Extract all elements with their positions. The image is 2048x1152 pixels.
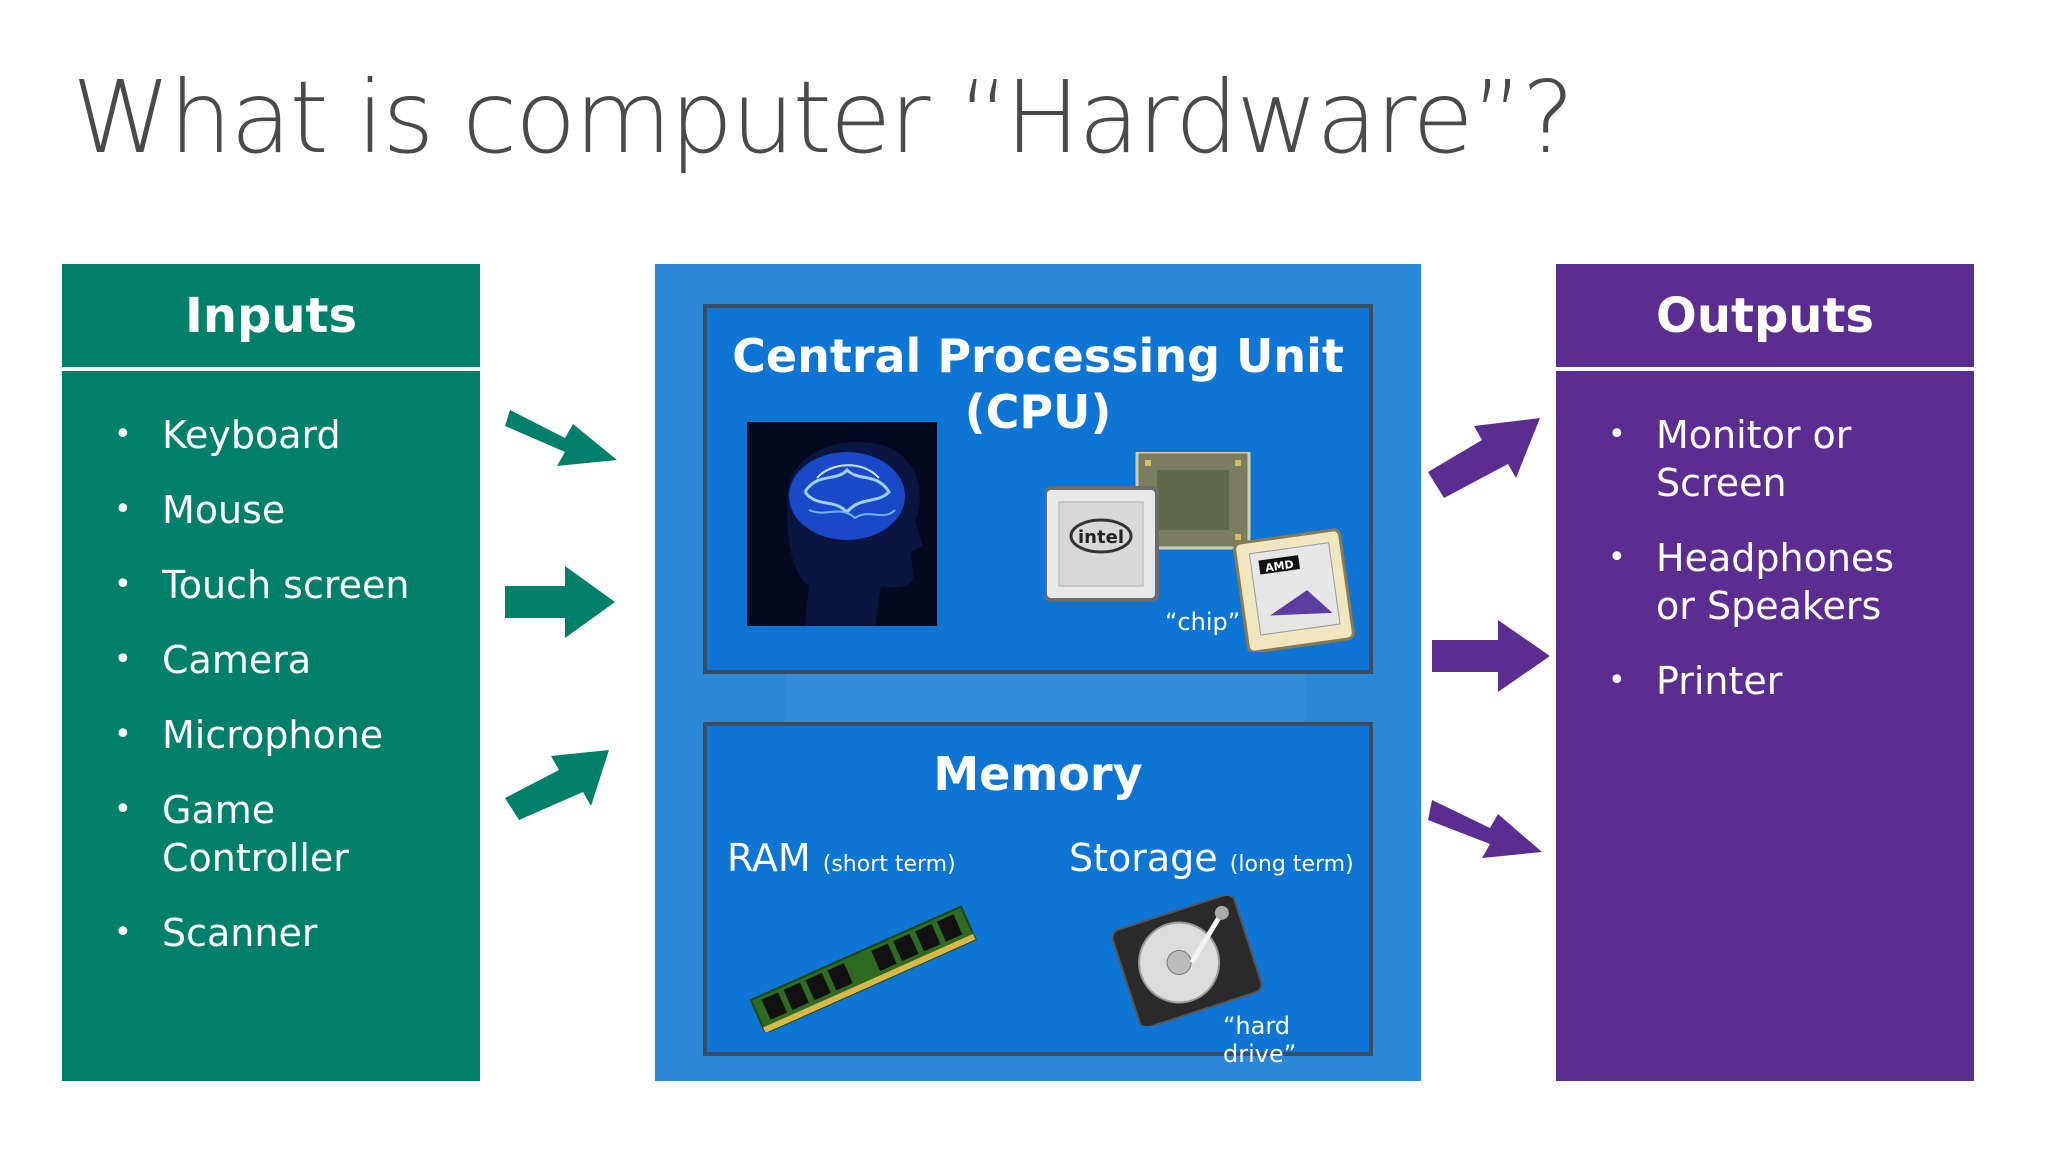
ram-note: (short term) (822, 852, 956, 877)
list-item: Touch screen (62, 561, 480, 609)
cpu-title-line2: (CPU) (964, 385, 1112, 439)
input-arrow-bottom (505, 750, 609, 820)
processor-chip-image: intel AMD (1045, 452, 1355, 652)
inputs-list: Keyboard Mouse Touch screen Camera Micro… (62, 371, 480, 957)
inputs-heading: Inputs (62, 264, 480, 371)
list-item: Mouse (62, 486, 480, 534)
storage-label-group: Storage (long term) (1069, 836, 1354, 880)
inputs-panel: Inputs Keyboard Mouse Touch screen Camer… (62, 264, 480, 1081)
output-arrow-top (1428, 418, 1540, 498)
list-item: Keyboard (62, 411, 480, 459)
input-arrow-middle (505, 566, 615, 638)
hard-drive-caption: “hard drive” (1223, 1012, 1297, 1068)
memory-box: Memory RAM (short term) Storage (long te… (703, 722, 1373, 1068)
ram-stick-image (749, 905, 977, 1032)
brain-head-image (747, 422, 937, 626)
storage-label: Storage (1069, 836, 1218, 880)
outputs-panel: Outputs Monitor or Screen Headphones or … (1556, 264, 1974, 1081)
storage-note: (long term) (1229, 852, 1354, 877)
memory-title: Memory (933, 747, 1143, 801)
cpu-title-line1: Central Processing Unit (732, 329, 1344, 383)
list-item: Printer (1556, 657, 1974, 705)
input-arrow-top (505, 410, 617, 466)
list-item: Microphone (62, 711, 480, 759)
hard-drive-image (1111, 896, 1263, 1026)
outputs-list: Monitor or Screen Headphones or Speakers… (1556, 371, 1974, 705)
svg-text:intel: intel (1078, 527, 1124, 548)
list-item: Monitor or Screen (1556, 411, 1974, 507)
list-item: Camera (62, 636, 480, 684)
center-panel: Central Processing Unit (CPU) intel (655, 264, 1421, 1081)
output-arrow-bottom (1428, 800, 1542, 858)
ram-label: RAM (727, 836, 811, 880)
output-arrow-middle (1432, 620, 1550, 692)
list-item: Scanner (62, 909, 480, 957)
list-item: Headphones or Speakers (1556, 534, 1974, 630)
svg-text:AMD: AMD (1264, 558, 1294, 575)
outputs-heading: Outputs (1556, 264, 1974, 371)
slide-title: What is computer “Hardware”? (72, 59, 1575, 176)
chip-caption: “chip” (1165, 608, 1241, 636)
cpu-box: Central Processing Unit (CPU) intel (703, 304, 1373, 674)
ram-label-group: RAM (short term) (727, 836, 956, 880)
list-item: Game Controller (62, 786, 480, 882)
